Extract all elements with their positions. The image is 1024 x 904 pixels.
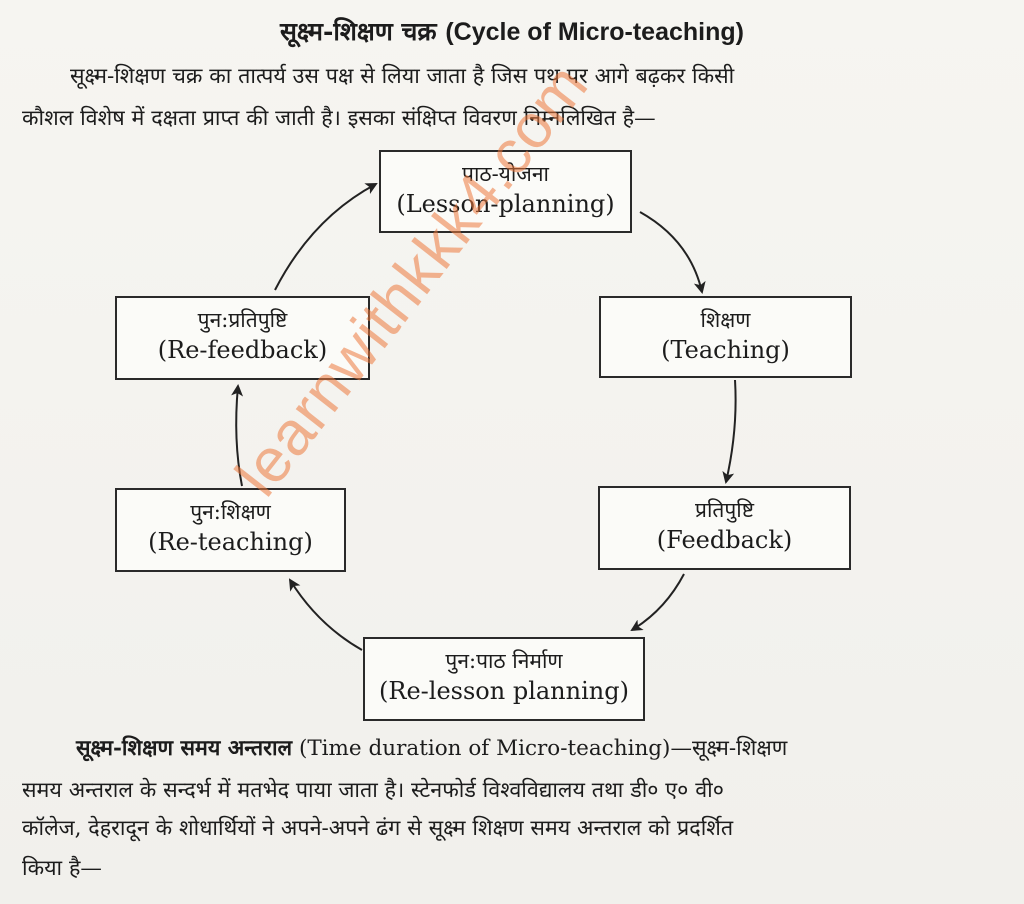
section-line-4: किया है— [22, 856, 102, 881]
arrow-relesson-to-reteaching [288, 578, 363, 651]
cycle-box-feedback: प्रतिपुष्टि (Feedback) [598, 486, 851, 570]
box-hindi-label: पाठ-योजना [462, 162, 549, 186]
section-heading: सूक्ष्म-शिक्षण समय अन्तराल [76, 736, 293, 761]
arrow-lesson-to-teaching [639, 211, 706, 294]
box-hindi-label: पुन:प्रतिपुष्टि [197, 308, 288, 332]
section-heading-line: सूक्ष्म-शिक्षण समय अन्तराल (Time duratio… [76, 730, 787, 768]
cycle-box-re-lesson-planning: पुन:पाठ निर्माण (Re-lesson planning) [363, 637, 645, 721]
title-hindi: सूक्ष्म-शिक्षण चक्र [280, 17, 437, 46]
arrow-refeedback-to-lesson [274, 183, 378, 291]
intro-line-1: सूक्ष्म-शिक्षण चक्र का तात्पर्य उस पक्ष … [70, 64, 735, 89]
section-line-3: कॉलेज, देहरादून के शोधार्थियों ने अपने-अ… [22, 816, 734, 841]
box-hindi-label: प्रतिपुष्टि [695, 498, 754, 522]
box-english-label: (Re-feedback) [157, 336, 328, 364]
box-hindi-label: पुन:पाठ निर्माण [445, 649, 563, 673]
box-english-label: (Lesson-planning) [396, 190, 615, 218]
box-hindi-label: पुन:शिक्षण [190, 500, 271, 524]
cycle-box-teaching: शिक्षण (Teaching) [599, 296, 852, 378]
page-title: सूक्ष्म-शिक्षण चक्र (Cycle of Micro-teac… [0, 14, 1024, 48]
box-english-label: (Re-teaching) [148, 528, 313, 556]
cycle-box-re-feedback: पुन:प्रतिपुष्टि (Re-feedback) [115, 296, 370, 380]
title-english: (Cycle of Micro-teaching) [445, 18, 744, 46]
box-english-label: (Feedback) [656, 526, 793, 554]
arrow-teaching-to-feedback [722, 379, 737, 484]
box-english-label: (Teaching) [661, 336, 790, 364]
section-heading-rest: (Time duration of Micro-teaching)—सूक्ष्… [292, 736, 788, 761]
box-english-label: (Re-lesson planning) [379, 677, 629, 705]
section-line-2: समय अन्तराल के सन्दर्भ में मतभेद पाया जा… [22, 778, 724, 803]
intro-line-2: कौशल विशेष में दक्षता प्राप्त की जाती है… [22, 106, 656, 131]
arrow-feedback-to-relesson [630, 573, 685, 632]
box-hindi-label: शिक्षण [700, 308, 751, 332]
cycle-box-lesson-planning: पाठ-योजना (Lesson-planning) [379, 150, 632, 233]
cycle-box-re-teaching: पुन:शिक्षण (Re-teaching) [115, 488, 346, 572]
